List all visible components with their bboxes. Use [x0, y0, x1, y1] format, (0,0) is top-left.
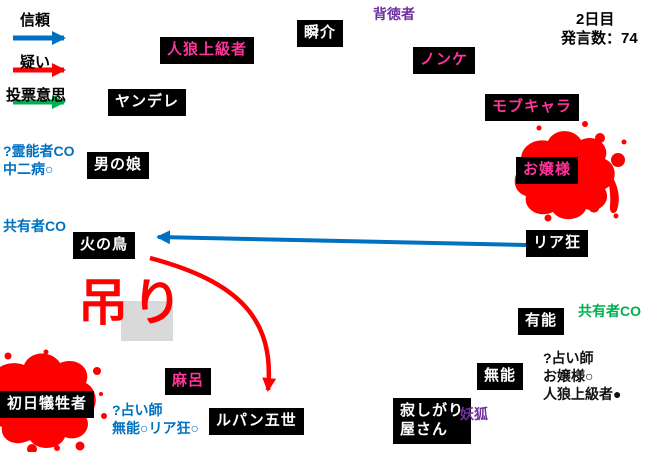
- player-lupin-gosei[interactable]: ルパン五世: [209, 408, 304, 435]
- player-shonichi-giseisha[interactable]: 初日犠牲者: [0, 391, 95, 418]
- player-yuunou[interactable]: 有能: [518, 308, 565, 335]
- day-indicator: 2日目: [576, 11, 615, 28]
- legend-suspicion-label: 疑い: [20, 54, 51, 71]
- legend-trust-label: 信頼: [20, 12, 51, 29]
- player-shunsuke[interactable]: 瞬介: [297, 20, 344, 47]
- player-ria-kyou[interactable]: リア狂: [526, 230, 589, 257]
- note-uranaishi-right: ?占い師 お嬢様○ 人狼上級者●: [543, 350, 622, 403]
- note-haitokusha: 背徳者: [373, 6, 415, 22]
- note-uranaishi-bottom: ?占い師 無能○リア狂○: [112, 402, 199, 437]
- trust-arrow-riakyou-to-hinotori: [156, 230, 527, 247]
- hanged-highlight-box: [121, 301, 173, 341]
- player-sabishigariyasan[interactable]: 寂しがり 屋さん: [393, 398, 472, 444]
- note-youko: 妖狐: [460, 406, 488, 422]
- player-mob-chara[interactable]: モブキャラ: [485, 94, 580, 121]
- player-otoko-no-ko[interactable]: 男の娘: [87, 152, 150, 179]
- legend-vote-label: 投票意思: [6, 87, 67, 104]
- player-nonke[interactable]: ノンケ: [413, 47, 476, 74]
- player-maro[interactable]: 麻呂: [165, 368, 212, 395]
- hanged-label: 吊り: [78, 275, 186, 331]
- suspicion-arrow-to-lupin: [149, 255, 277, 392]
- note-reinousha-co: ?霊能者CO 中二病○: [3, 143, 75, 178]
- player-ojousama[interactable]: お嬢様: [516, 157, 579, 184]
- note-kyouyuusha-co-right: 共有者CO: [578, 303, 641, 319]
- player-munou[interactable]: 無能: [477, 363, 524, 390]
- player-jinro-jokyusha[interactable]: 人狼上級者: [160, 37, 255, 64]
- player-hi-no-tori[interactable]: 火の鳥: [73, 232, 136, 259]
- note-kyouyuusha-co-left: 共有者CO: [3, 218, 66, 234]
- statement-count: 発言数：74: [561, 30, 638, 47]
- player-yandere[interactable]: ヤンデレ: [108, 89, 187, 116]
